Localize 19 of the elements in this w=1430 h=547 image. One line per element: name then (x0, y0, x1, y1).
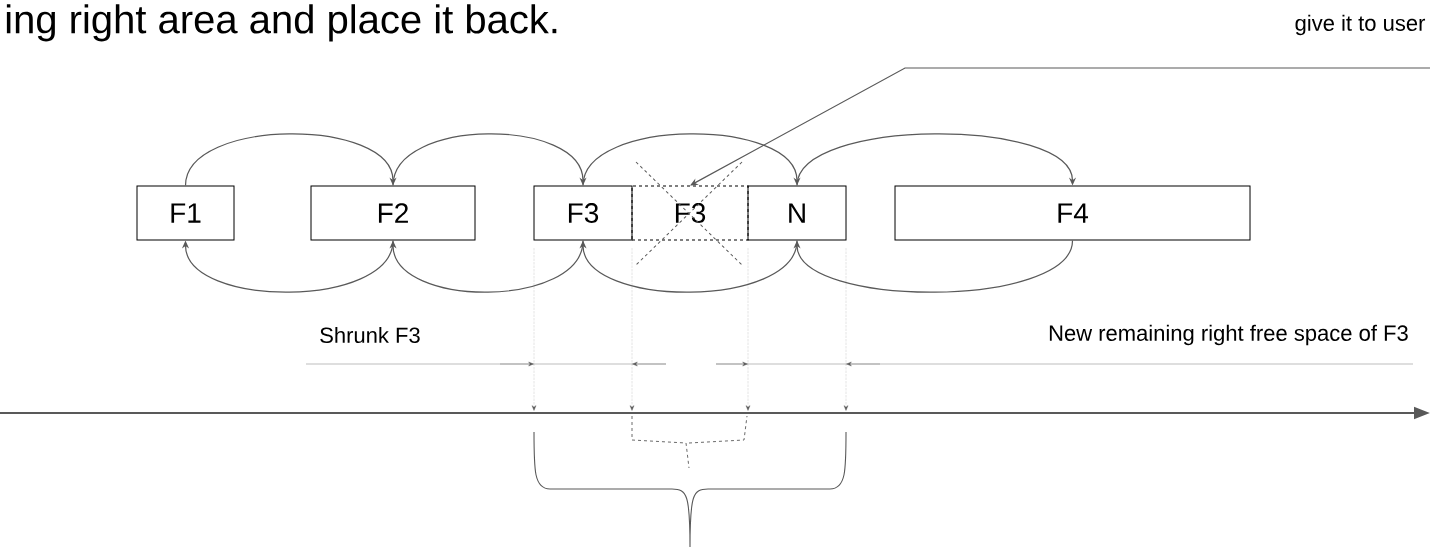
block-box: N (747, 185, 847, 241)
crossed-out-box: F3 (631, 185, 749, 241)
block-box: F4 (894, 185, 1251, 241)
arrow (582, 133, 801, 187)
arrow (181, 239, 394, 293)
arrow (793, 239, 1074, 293)
block-box: F1 (136, 185, 235, 241)
annotation: Shrunk F3 (320, 326, 420, 344)
block-box: F2 (310, 185, 476, 241)
arrow (389, 239, 584, 293)
arrow (184, 133, 397, 187)
arrow (796, 133, 1077, 187)
annotation: give it to user (1295, 14, 1426, 36)
leader-line (690, 67, 1430, 186)
arrow (392, 133, 587, 187)
title: ing right area and place it back. (6, 4, 557, 42)
annotation: New remaining right free space of F3 (1049, 324, 1408, 346)
block-box: F3 (533, 185, 633, 241)
arrow (579, 239, 798, 293)
